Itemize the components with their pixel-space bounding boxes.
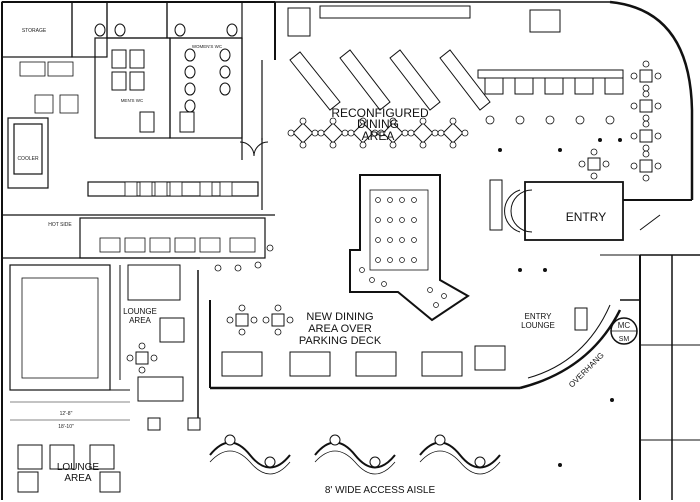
four-top-tables [135, 69, 653, 431]
kitchen-equipment [19, 61, 274, 272]
top-counters [287, 5, 624, 95]
lower-lounge-label-1: LOUNGE [57, 462, 100, 473]
entry-vestibule [489, 179, 661, 241]
mc-label: MC [618, 321, 631, 330]
reconfigured-dining-label-1: RECONFIGURED [331, 106, 429, 120]
new-dining-label-2: AREA OVER [308, 323, 372, 335]
dim-label-1: 12'-8" [60, 411, 73, 417]
left-lounge [9, 264, 199, 430]
wave-booths [209, 434, 501, 475]
entry-lounge-walls [209, 254, 640, 390]
lounge-sofas [221, 345, 506, 377]
entry-lounge-label-1: ENTRY [525, 312, 553, 321]
hot-side-label: HOT SIDE [48, 222, 72, 228]
chairs [126, 60, 662, 374]
storage-label: STORAGE [22, 28, 47, 34]
entry-lounge-label-2: LOUNGE [521, 321, 555, 330]
reconfigured-dining-label-2: DINING [357, 117, 399, 131]
reconfigured-dining-label-3: AREA [362, 129, 395, 143]
men-wc-label: MEN'S WC [121, 98, 144, 103]
access-aisle-label: 8' WIDE ACCESS AISLE [325, 485, 436, 496]
service-island [349, 174, 470, 322]
lower-lounge-furniture [17, 444, 121, 493]
dim-label-2: 18'-10" [58, 424, 74, 430]
women-wc-label: WOMEN'S WC [192, 44, 223, 49]
cooler-label: COOLER [17, 156, 39, 162]
stools [498, 138, 622, 467]
double-door [239, 141, 269, 157]
sm-label: SM [619, 336, 630, 343]
new-dining-label-3: PARKING DECK [299, 335, 382, 347]
mid-lounge-label-1: LOUNGE [123, 307, 157, 316]
mid-lounge-label-2: AREA [129, 316, 151, 325]
entry-label: ENTRY [566, 210, 606, 224]
dining-booth-rows [289, 49, 491, 111]
lower-lounge-label-2: AREA [64, 473, 92, 484]
room-labels: RECONFIGURED DINING AREA ENTRY NEW DININ… [17, 28, 606, 496]
new-dining-label-1: NEW DINING [306, 311, 373, 323]
overhang-label: OVERHANG [567, 351, 606, 390]
restroom-fixtures [94, 23, 238, 133]
back-of-house [1, 1, 275, 259]
mc-callout: MC SM [610, 317, 638, 345]
